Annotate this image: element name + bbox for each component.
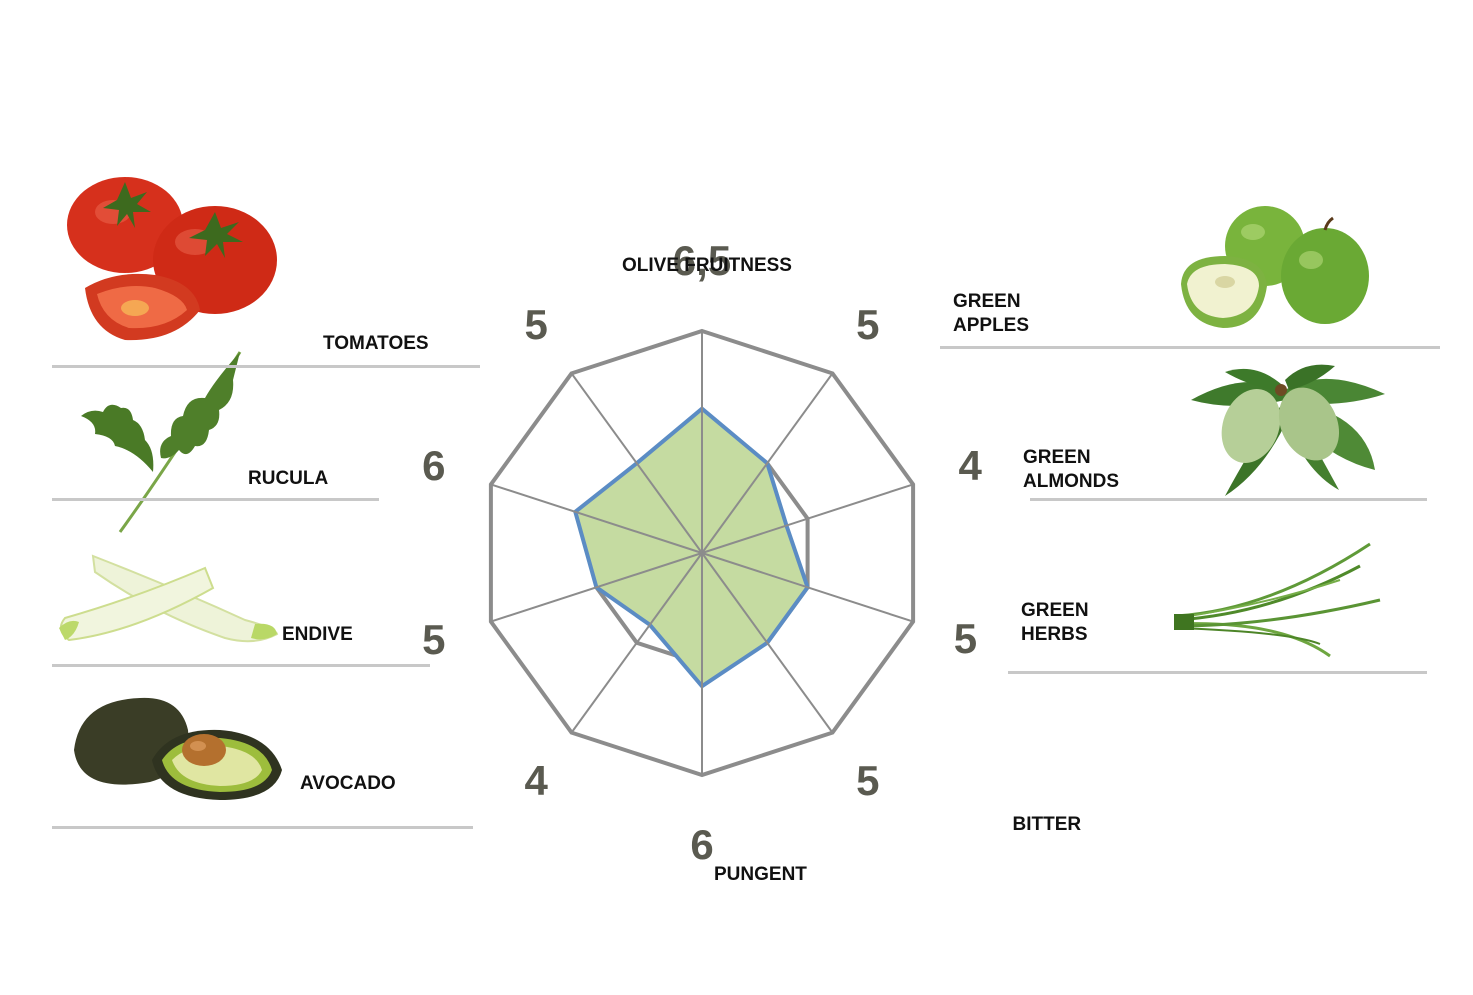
radar-spoke bbox=[490, 483, 703, 554]
endive-icon bbox=[59, 554, 279, 643]
radar-value-label: 6,5 bbox=[672, 237, 732, 284]
radar-value-label: 5 bbox=[856, 757, 880, 805]
flavor-label-green-almonds-line1: GREEN bbox=[1023, 447, 1091, 468]
flavor-label-green-almonds-line2: ALMONDS bbox=[1023, 471, 1120, 492]
flavor-label-rucula: RUCULA bbox=[248, 468, 329, 489]
flavor-label-green-herbs-line2: HERBS bbox=[1021, 624, 1088, 645]
flavor-label-green-apples-line2: APPLES bbox=[953, 315, 1030, 336]
radar-series bbox=[490, 331, 914, 775]
radar-value-label: 4 bbox=[958, 441, 982, 489]
flavor-rule-avocado bbox=[52, 826, 473, 829]
tomatoes-icon bbox=[67, 177, 277, 341]
radar-value-label: 5 bbox=[422, 616, 446, 664]
radar-value-label: 6 bbox=[690, 821, 714, 868]
flavor-label-green-apples-line1: GREEN bbox=[953, 291, 1021, 312]
radar-series-area bbox=[573, 406, 810, 689]
flavor-rule-green-herbs bbox=[1008, 671, 1427, 674]
radar-axis-label: OLIVE FRUITNESS bbox=[622, 255, 792, 276]
radar-value-label: 6 bbox=[422, 441, 446, 489]
green-herbs-icon bbox=[1174, 542, 1381, 658]
avocado-icon bbox=[74, 697, 282, 800]
flavor-label-endive: ENDIVE bbox=[282, 624, 353, 645]
flavor-rule-green-apples bbox=[940, 346, 1440, 349]
rucula-icon bbox=[81, 351, 242, 533]
radar-spoke bbox=[701, 552, 834, 734]
radar-spoke bbox=[570, 552, 703, 734]
flavor-label-tomatoes: TOMATOES bbox=[323, 333, 429, 354]
radar-spoke bbox=[701, 552, 914, 623]
radar-spoke bbox=[490, 552, 703, 623]
flavor-rule-rucula bbox=[52, 498, 379, 501]
green-almonds-icon bbox=[1191, 364, 1385, 496]
radar-value-label: 4 bbox=[524, 757, 548, 805]
flavor-label-green-herbs-line1: GREEN bbox=[1021, 600, 1089, 621]
radar-spoke bbox=[701, 483, 914, 554]
flavor-label-avocado: AVOCADO bbox=[300, 773, 396, 794]
flavor-rule-tomatoes bbox=[52, 365, 480, 368]
radar-value-label: 5 bbox=[856, 300, 880, 348]
radar-value-label: 5 bbox=[953, 614, 978, 662]
flavor-label-green-apples: GREEN APPLES bbox=[953, 290, 1029, 338]
flavor-rule-endive bbox=[52, 664, 430, 667]
flavor-label-green-herbs: GREEN HERBS bbox=[1021, 599, 1089, 647]
radar-spoke bbox=[701, 372, 834, 554]
radar-spoke bbox=[570, 372, 703, 554]
green-apples-icon bbox=[1181, 206, 1369, 328]
flavor-rule-green-almonds bbox=[1030, 498, 1427, 501]
radar-value-label: 5 bbox=[524, 300, 548, 348]
radar-axis-label: PUNGENT bbox=[714, 864, 807, 885]
radar-axis-label: BITTER bbox=[1012, 813, 1082, 835]
flavor-label-green-almonds: GREEN ALMONDS bbox=[1023, 446, 1119, 494]
